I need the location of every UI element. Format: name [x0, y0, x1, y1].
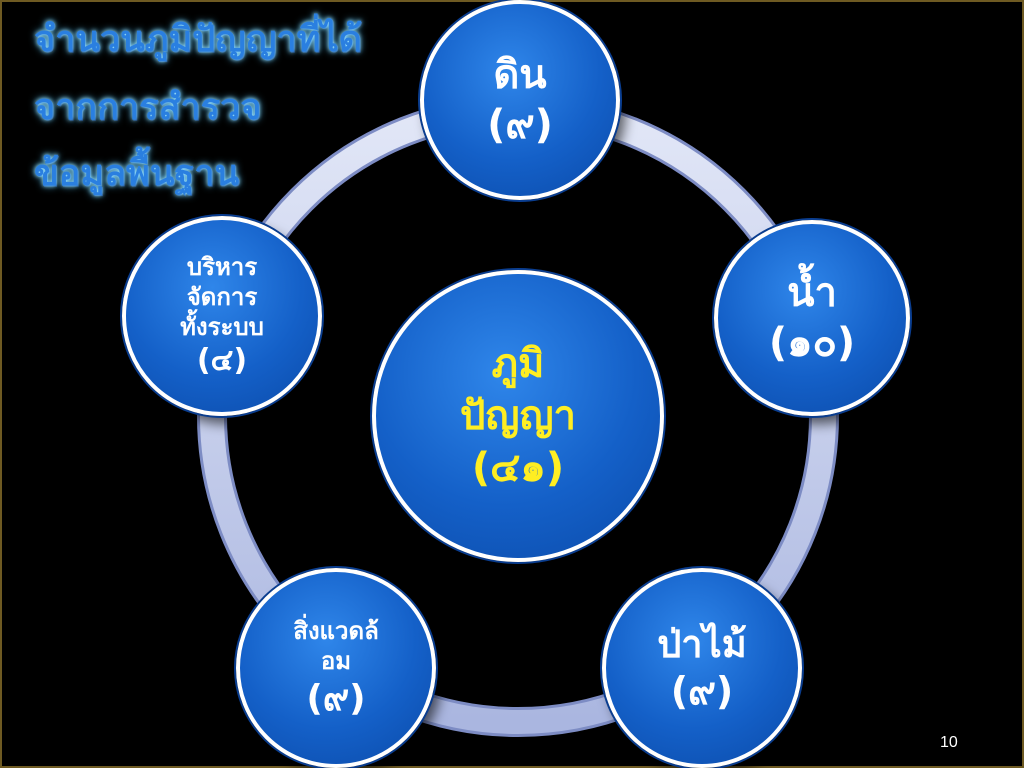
- node-water: น้ำ (๑๐): [714, 220, 910, 416]
- node-soil-label: ดิน: [493, 52, 547, 98]
- node-environment-label-1: สิ่งแวดล้: [293, 616, 379, 645]
- node-management-label-2: จัดการ: [186, 283, 258, 312]
- node-center-label-2: ปัญญา: [459, 393, 576, 439]
- slide-title-line-2: จากการสำรวจ: [34, 87, 262, 128]
- node-environment-count: (๙): [306, 677, 366, 719]
- node-water-label: น้ำ: [787, 270, 837, 316]
- node-forest: ป่าไม้ (๙): [602, 568, 802, 768]
- node-center-count: (๔๑): [471, 445, 565, 491]
- node-soil: ดิน (๙): [420, 0, 620, 200]
- node-management: บริหาร จัดการ ทั้งระบบ (๔): [122, 216, 322, 416]
- node-forest-label: ป่าไม้: [657, 621, 747, 666]
- node-management-label-3: ทั้งระบบ: [180, 313, 264, 342]
- node-environment: สิ่งแวดล้ อม (๙): [236, 568, 436, 768]
- node-center-wisdom: ภูมิ ปัญญา (๔๑): [372, 270, 664, 562]
- slide-title-line-1: จำนวนภูมิปัญญาที่ได้: [34, 19, 362, 60]
- node-forest-count: (๙): [670, 669, 734, 713]
- node-water-count: (๑๐): [768, 320, 856, 366]
- node-management-count: (๔): [196, 343, 248, 379]
- node-management-label-1: บริหาร: [186, 253, 258, 282]
- node-soil-count: (๙): [487, 102, 553, 148]
- slide-title-line-3: ข้อมูลพื้นฐาน: [34, 153, 240, 194]
- page-number: 10: [940, 734, 958, 751]
- node-environment-label-2: อม: [320, 646, 352, 675]
- node-center-label-1: ภูมิ: [491, 341, 545, 387]
